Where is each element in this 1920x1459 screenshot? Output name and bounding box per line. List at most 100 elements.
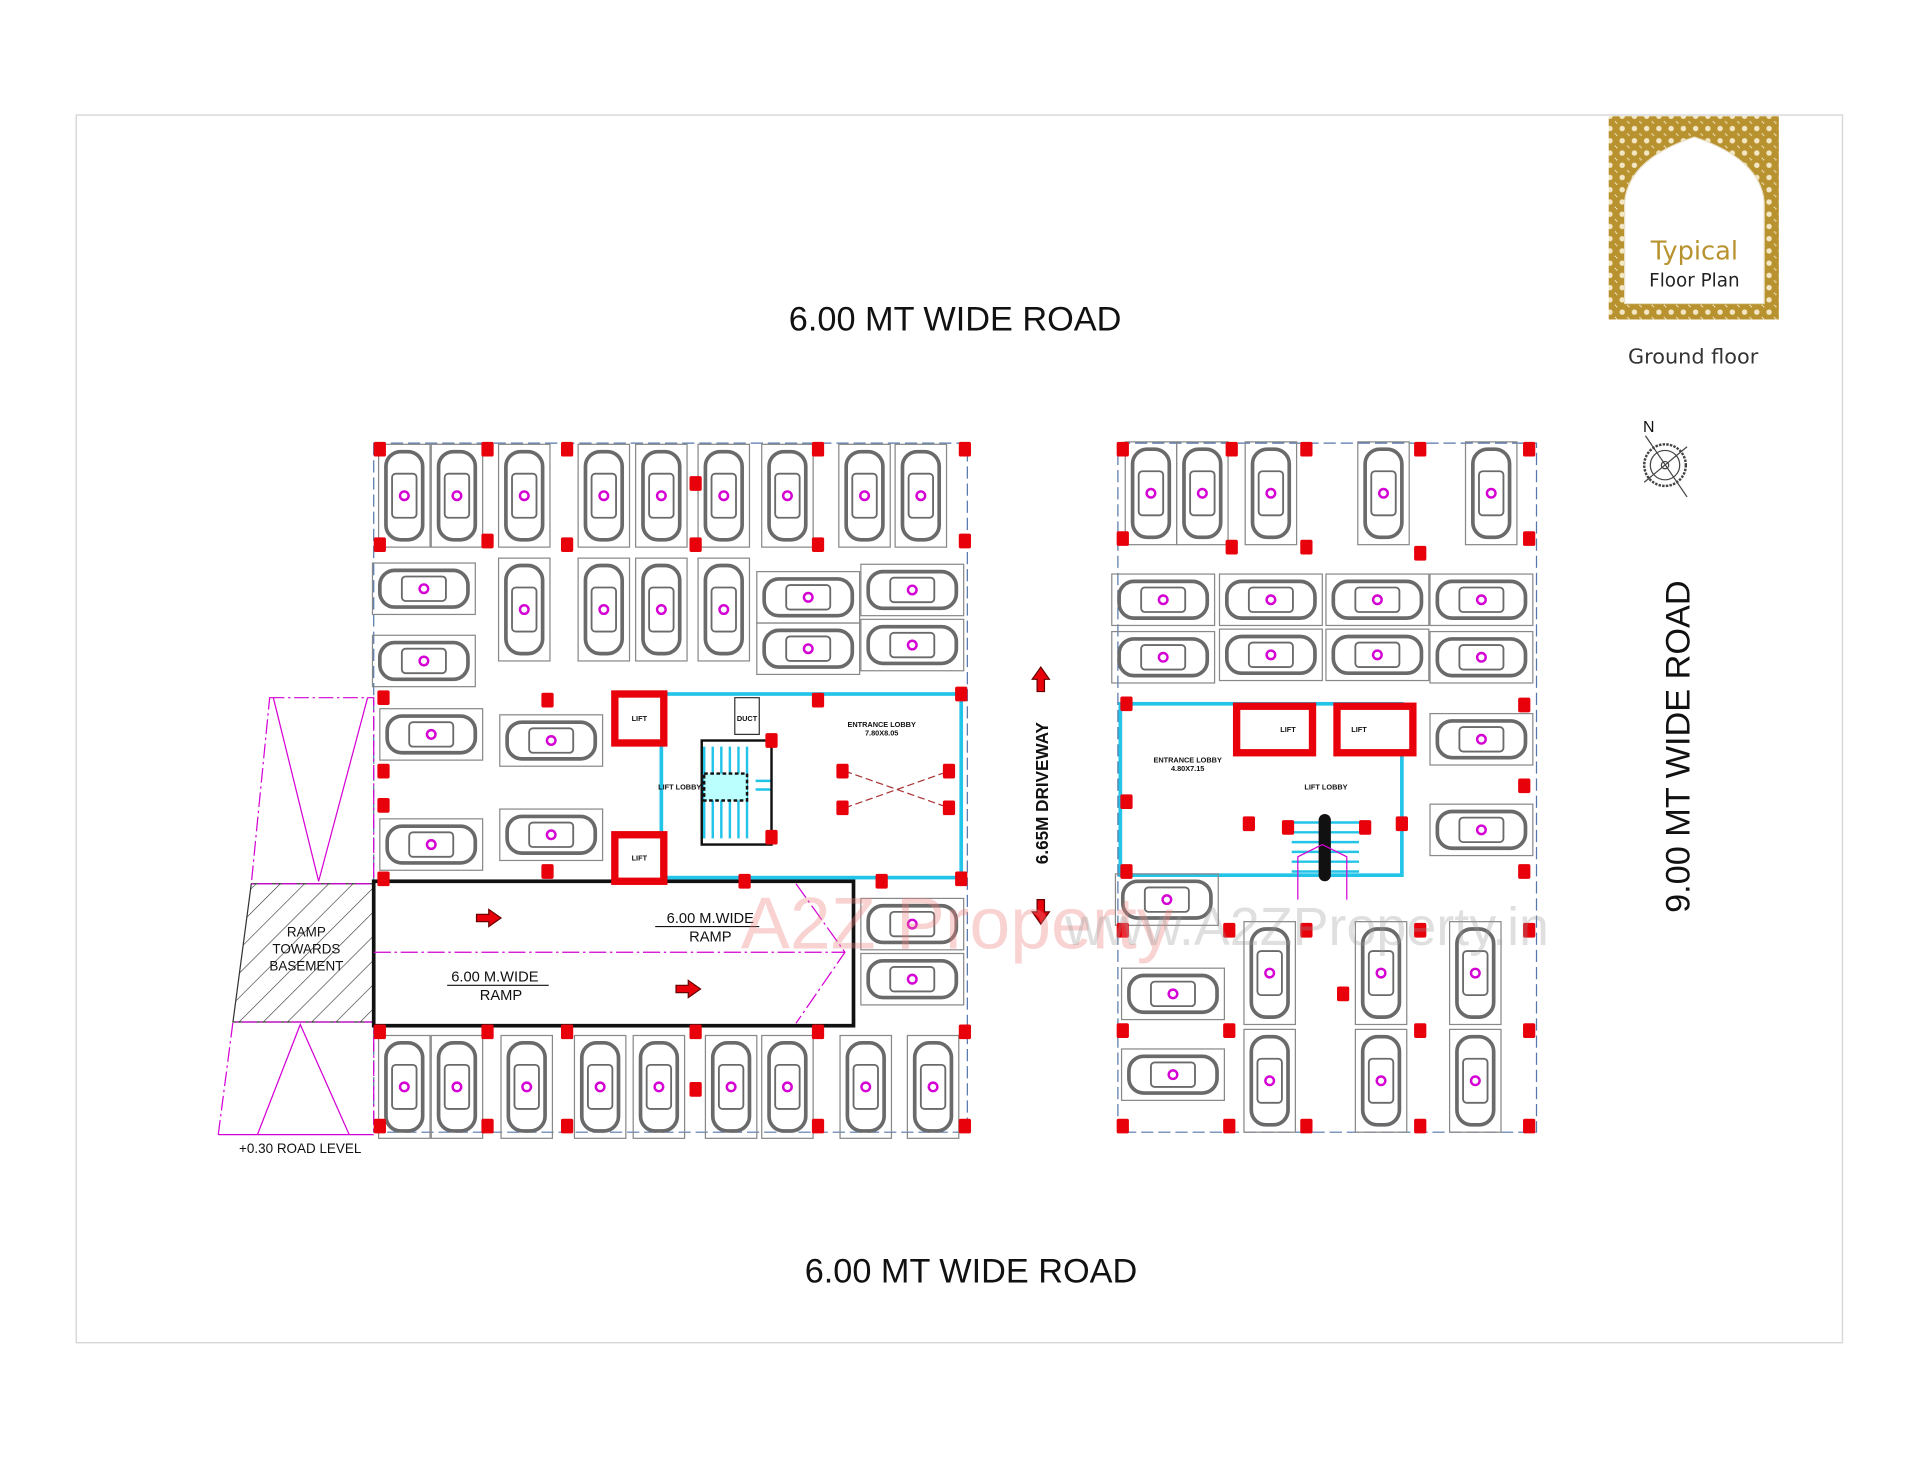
car-roof (1256, 1057, 1283, 1104)
car-marker (718, 490, 730, 502)
structural-column (1116, 1023, 1129, 1038)
parking-slot (906, 1034, 960, 1139)
structural-column (1116, 531, 1129, 546)
parking-slot (697, 443, 751, 548)
road-label-top: 6.00 MT WIDE ROAD (789, 300, 1122, 338)
road-level-label: +0.30 ROAD LEVEL (239, 1141, 362, 1156)
structural-column (1300, 922, 1313, 938)
basement-ramp (217, 697, 375, 1136)
parked-car-icon (506, 1041, 547, 1133)
car-roof (919, 1063, 947, 1110)
car-marker (1371, 649, 1383, 661)
vehicle-ramp (371, 879, 856, 1028)
structural-column (481, 441, 494, 457)
parked-car-icon (866, 958, 959, 1000)
parking-slot (697, 557, 751, 662)
parked-car-icon (1224, 579, 1317, 620)
parked-car-icon (384, 1041, 425, 1133)
car-marker (906, 918, 918, 930)
structural-column (1336, 986, 1350, 1002)
car-marker (859, 490, 871, 502)
car-roof (1478, 470, 1505, 517)
parking-slot (1357, 441, 1410, 546)
structural-column (1223, 1023, 1236, 1038)
structural-column (738, 873, 751, 889)
parked-car-icon (1249, 927, 1290, 1019)
car-roof (1367, 950, 1395, 997)
structural-column (955, 686, 968, 702)
car-marker (1371, 594, 1383, 606)
structural-column (377, 690, 390, 706)
parked-car-icon (384, 449, 425, 542)
parked-car-icon (762, 577, 855, 618)
structural-column (765, 733, 778, 748)
car-roof (528, 727, 575, 754)
car-roof (889, 966, 936, 993)
car-marker (718, 604, 730, 616)
parked-car-icon (641, 449, 682, 542)
car-marker (418, 655, 430, 667)
parking-slot (1429, 630, 1534, 684)
structural-column (811, 537, 825, 553)
parking-slot (377, 1034, 431, 1139)
parked-car-icon (866, 903, 959, 945)
ramp-lower-title: 6.00 M.WIDE (451, 970, 538, 986)
car-marker (594, 1081, 606, 1093)
parking-slot (377, 443, 431, 548)
car-roof (1150, 1061, 1196, 1088)
structural-column (765, 829, 778, 845)
structural-column (958, 533, 972, 549)
car-roof (391, 472, 418, 519)
parked-car-icon (1363, 447, 1404, 540)
road-label-bottom: 6.00 MT WIDE ROAD (805, 1253, 1138, 1291)
parking-slot (499, 808, 604, 862)
parked-car-icon (912, 1041, 954, 1133)
parked-car-icon (583, 449, 625, 542)
structural-column (1300, 441, 1313, 457)
parking-slot (379, 818, 484, 871)
car-roof (907, 472, 934, 519)
car-marker (598, 490, 610, 502)
parking-slot (1429, 712, 1534, 766)
floor-name: Ground floor (1628, 345, 1759, 369)
car-roof (785, 635, 832, 662)
structural-column (811, 1118, 825, 1134)
ramp-upper-title: 6.00 M.WIDE (667, 911, 754, 927)
car-marker (1196, 487, 1208, 499)
structural-column (1281, 820, 1295, 835)
structural-column (377, 763, 390, 779)
car-marker (860, 1081, 872, 1093)
right-lobby-label: ENTRANCE LOBBY (1153, 756, 1222, 765)
parking-slot (1120, 967, 1225, 1021)
structural-column (560, 1118, 574, 1134)
parking-slot (1114, 873, 1219, 926)
parked-car-icon (1130, 447, 1172, 540)
parking-slot (497, 557, 551, 662)
parked-car-icon (1249, 1034, 1290, 1127)
parking-slot (635, 443, 688, 548)
ramp-direction-arrow-icon (475, 908, 503, 928)
driveway-arrow-up-icon (1031, 666, 1051, 693)
car-roof (1137, 470, 1165, 517)
parked-car-icon (845, 1041, 886, 1133)
parking-slot (497, 443, 551, 548)
car-roof (590, 472, 617, 519)
parking-slot (860, 897, 965, 951)
left-lift-label-1: LIFT (632, 714, 648, 723)
badge-title: Typical (1650, 236, 1738, 266)
parked-car-icon (1455, 1034, 1496, 1127)
left-core (611, 690, 964, 885)
ramp-upper-sub: RAMP (689, 929, 732, 945)
parking-slot (573, 1034, 627, 1139)
parked-car-icon (1360, 927, 1402, 1019)
structural-column (377, 871, 390, 887)
car-marker (802, 591, 814, 603)
structural-column (958, 441, 972, 457)
car-marker (1475, 594, 1487, 606)
car-roof (1256, 950, 1283, 997)
structural-column (1120, 696, 1133, 712)
structural-column (1223, 1118, 1236, 1134)
structural-column (875, 873, 888, 889)
car-marker (1377, 487, 1390, 499)
